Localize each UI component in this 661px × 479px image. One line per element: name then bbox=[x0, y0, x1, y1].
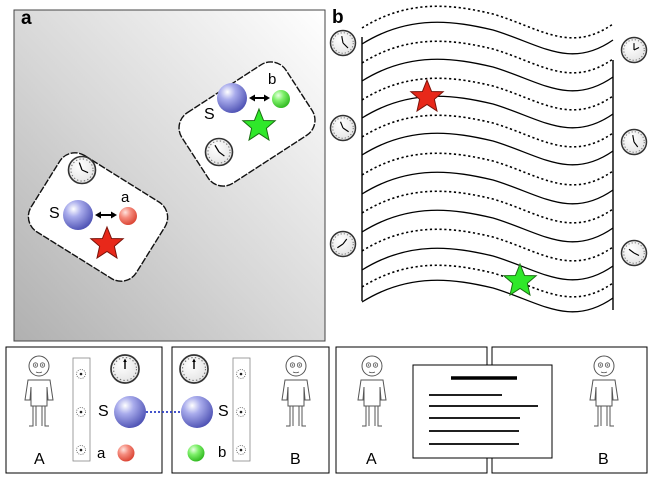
worldline-sheet bbox=[361, 5, 614, 313]
clock-icon-right-1 bbox=[620, 36, 648, 64]
observer-b-system-label: S bbox=[218, 403, 229, 420]
box-b-system-label: S bbox=[204, 106, 215, 123]
box-b-partner-label: b bbox=[268, 71, 277, 88]
system-sphere-s-b bbox=[217, 83, 247, 113]
observer-b-partner-label: b bbox=[218, 444, 227, 461]
panel-a bbox=[13, 9, 326, 342]
register-a-node-2 bbox=[76, 407, 86, 417]
clock-icon-left-2 bbox=[329, 114, 357, 142]
box-a-system-label: S bbox=[49, 205, 60, 222]
panel-b-letter: b bbox=[332, 7, 344, 28]
box-a-partner-label: a bbox=[121, 189, 130, 206]
register-a-node-1 bbox=[76, 369, 86, 379]
partner-sphere-a bbox=[119, 207, 137, 225]
clock-icon-observer-b bbox=[179, 354, 209, 384]
clock-icon-right-2 bbox=[620, 128, 648, 156]
system-sphere-s-observer-a bbox=[114, 396, 146, 428]
register-b-node-3 bbox=[236, 445, 246, 455]
partner-sphere-observer-b bbox=[187, 444, 205, 462]
observer-a-partner-label: a bbox=[97, 445, 106, 462]
green-star-a bbox=[241, 107, 277, 142]
system-sphere-s-observer-b bbox=[181, 396, 213, 428]
panel-a-letter: a bbox=[21, 8, 32, 29]
system-box-a bbox=[27, 152, 169, 282]
register-b-node-1 bbox=[236, 369, 246, 379]
double-arrow-b bbox=[249, 94, 270, 102]
double-arrow-a bbox=[95, 211, 117, 219]
red-star-b bbox=[409, 78, 445, 113]
bottom-left-panel bbox=[5, 346, 330, 474]
comm-observer-b-label: B bbox=[598, 451, 609, 468]
clock-icon-left-3 bbox=[329, 230, 357, 258]
clock-icon-box-a bbox=[67, 155, 97, 185]
observer-a-label: A bbox=[34, 451, 45, 468]
red-star-a bbox=[89, 225, 125, 260]
message-text-lines bbox=[429, 376, 538, 445]
clock-icon-left-1 bbox=[329, 29, 357, 57]
clock-icon-right-3 bbox=[620, 239, 648, 267]
clock-icon-observer-a bbox=[110, 354, 140, 384]
partner-sphere-b bbox=[272, 90, 290, 108]
register-b-node-2 bbox=[236, 407, 246, 417]
register-a-node-3 bbox=[76, 445, 86, 455]
clock-icon-box-b bbox=[204, 137, 234, 167]
bottom-right-panel bbox=[335, 346, 648, 474]
partner-sphere-observer-a bbox=[117, 444, 135, 462]
panel-b bbox=[329, 5, 648, 313]
observer-a-system-label: S bbox=[98, 403, 109, 420]
message-document bbox=[412, 364, 553, 459]
system-sphere-s-a bbox=[63, 200, 93, 230]
observer-b-label: B bbox=[290, 451, 301, 468]
green-star-b bbox=[502, 262, 538, 297]
comm-observer-a-label: A bbox=[366, 451, 377, 468]
